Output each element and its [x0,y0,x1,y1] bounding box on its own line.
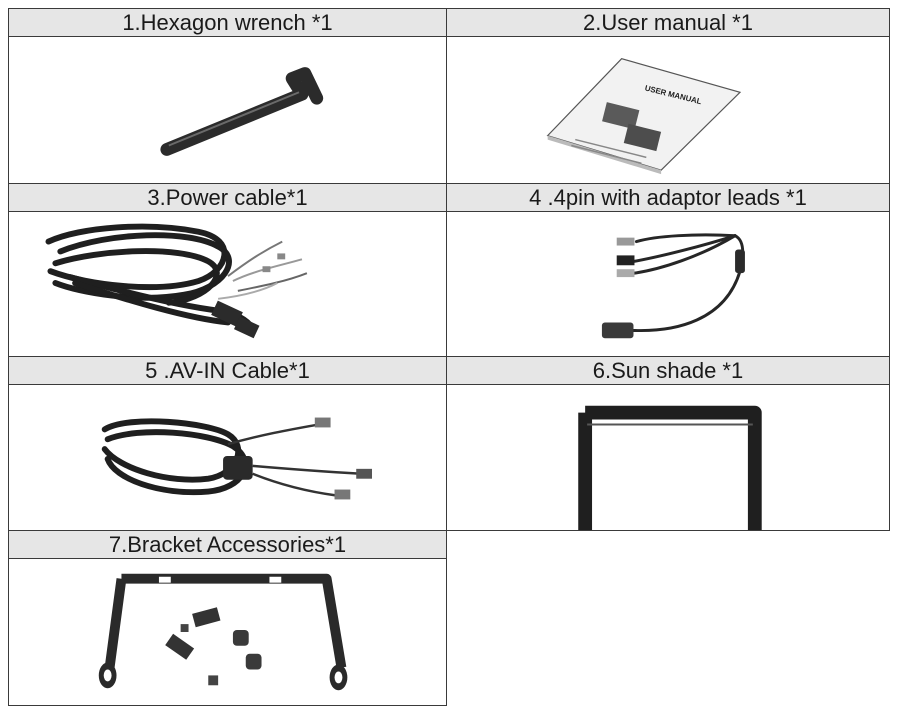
bracket-accessories-icon [9,559,446,705]
power-cable-icon [9,212,446,356]
user-manual-icon: USER MANUAL [447,37,889,183]
item-label: 7.Bracket Accessories*1 [9,531,446,559]
item-cell-hexagon-wrench: 1.Hexagon wrench *1 [8,8,447,184]
sun-shade-icon [447,385,889,530]
hexagon-wrench-icon [9,37,446,183]
item-cell-user-manual: 2.User manual *1 USER MANUAL [446,8,890,184]
item-label: 5 .AV-IN Cable*1 [9,357,446,385]
item-label: 4 .4pin with adaptor leads *1 [447,184,889,212]
item-cell-adaptor-leads: 4 .4pin with adaptor leads *1 [446,183,890,357]
item-cell-sun-shade: 6.Sun shade *1 [446,356,890,531]
adaptor-leads-icon [447,212,889,356]
item-label: 2.User manual *1 [447,9,889,37]
item-cell-bracket-accessories: 7.Bracket Accessories*1 [8,530,447,706]
av-in-cable-icon [9,385,446,530]
item-label: 3.Power cable*1 [9,184,446,212]
item-label: 1.Hexagon wrench *1 [9,9,446,37]
item-cell-av-in-cable: 5 .AV-IN Cable*1 [8,356,447,531]
item-label: 6.Sun shade *1 [447,357,889,385]
item-cell-power-cable: 3.Power cable*1 [8,183,447,357]
